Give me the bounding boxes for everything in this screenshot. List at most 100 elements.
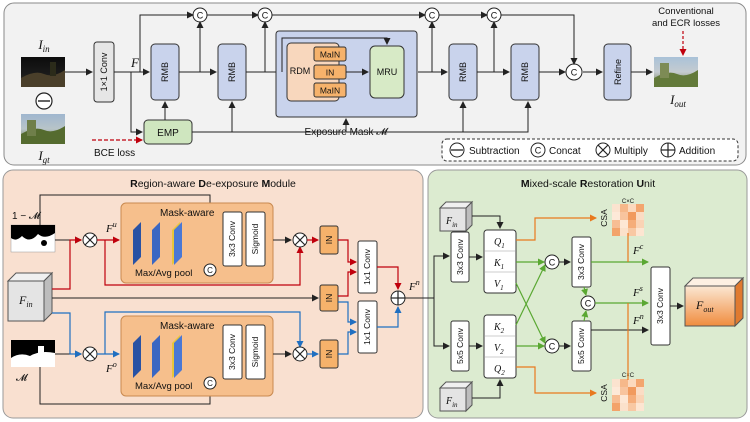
rdm-title-part-0: R [130, 178, 138, 190]
label-k2: K2 [493, 322, 505, 335]
rdm-label: RDM [290, 66, 311, 76]
svg-text:C: C [491, 11, 498, 21]
csa-lower-cell [636, 395, 644, 403]
output-image-iout [654, 57, 698, 87]
multiply-node-upper-2 [292, 232, 308, 248]
label-one-minus-m: 1 − 𝓜 [12, 211, 42, 222]
label-m: 𝓜 [16, 373, 29, 384]
label-fout: Fout [695, 298, 714, 314]
legend-addition-label: Addition [679, 146, 715, 157]
label-f: F [130, 55, 140, 70]
svg-text:C: C [571, 68, 578, 78]
csa-lower-cell [612, 395, 620, 403]
csa-upper-cell [628, 212, 636, 220]
svg-text:C: C [207, 379, 213, 388]
refine-label: Refine [613, 59, 623, 85]
input-image-igt [21, 114, 65, 144]
csa-upper-cell [612, 204, 620, 212]
label-fn-rdm: Fn [408, 278, 420, 293]
subtraction-icon [35, 92, 53, 110]
conv3x3-label-mru: 3x3 Conv [455, 238, 465, 275]
label-v2: V2 [494, 343, 504, 356]
label-q2: Q2 [494, 364, 505, 377]
mru-title-part-3: estoration [587, 178, 636, 190]
concat-icon-top-4: C [486, 7, 502, 23]
legend-concat-label: Concat [549, 146, 581, 157]
conv1x1-label: 1×1 Conv [99, 52, 109, 91]
mru-title-part-5: nit [644, 178, 655, 190]
label-igt: Igt [37, 148, 50, 165]
label-fu: Fu [105, 220, 117, 235]
pool-feature-stack-lower [133, 335, 182, 378]
mru-title-part-4: U [636, 178, 644, 190]
label-q1: Q1 [494, 237, 505, 250]
sigmoid-label-upper: Sigmoid [250, 223, 260, 254]
conv3x3-label-upper: 3x3 Conv [227, 220, 237, 257]
legend-multiply-label: Multiply [614, 146, 648, 157]
label-k1: K1 [493, 258, 504, 271]
main-label-1: MaIN [320, 50, 340, 60]
csa-upper-cell [612, 220, 620, 228]
label-fin-mru-bottom: Fin [445, 396, 458, 409]
concat-icon-rdm-lower: C [203, 376, 217, 390]
input-image-iin [21, 57, 65, 87]
csa-upper-cell [628, 204, 636, 212]
mask-aware-label-upper: Mask-aware [160, 208, 215, 219]
refine-block [603, 43, 632, 101]
in-label-lower: IN [324, 350, 334, 359]
rdm-title-part-5: odule [270, 178, 296, 190]
multiply-node-upper [82, 232, 98, 248]
sigmoid-block-lower [245, 324, 266, 380]
csa-lower-cell [620, 403, 628, 411]
csa-lower-cell [636, 403, 644, 411]
csa-upper-cell [620, 204, 628, 212]
label-iin: Iin [37, 37, 50, 54]
csa-upper-cell [628, 220, 636, 228]
label-fin-mru-top: Fin [445, 216, 458, 229]
conv5x5-block-mru-2 [571, 320, 592, 372]
sigmoid-label-lower: Sigmoid [250, 336, 260, 367]
csa-heatmap-lower [612, 379, 644, 411]
svg-text:C: C [549, 258, 556, 268]
fin-cube-mru-top [438, 200, 474, 233]
concat-icon-top-1: C [192, 7, 208, 23]
svg-text:C: C [549, 342, 556, 352]
losses-label-2: and ECR losses [652, 18, 720, 29]
multiply-icon [595, 142, 611, 158]
csa-upper-cell [612, 212, 620, 220]
rdm-title-part-2: D [198, 178, 206, 190]
addition-node-rdm [390, 290, 406, 306]
label-v1: V1 [494, 279, 504, 292]
rdm-title-part-4: M [261, 178, 270, 190]
csa-heatmap-upper [612, 204, 644, 236]
label-iout: Iout [669, 92, 686, 109]
fin-cube [6, 271, 54, 323]
csa-lower-cell [620, 395, 628, 403]
csa-upper-cell [636, 228, 644, 236]
csa-lower-cell [628, 395, 636, 403]
bce-loss-label: BCE loss [94, 148, 135, 159]
csa-upper-cell [636, 212, 644, 220]
rmb-label-1: RMB [160, 62, 170, 82]
rmb-label-2: RMB [227, 62, 237, 82]
conv3x3-label-mru-2: 3x3 Conv [576, 243, 586, 280]
conv3x3-label-lower: 3x3 Conv [227, 333, 237, 370]
pool-label-lower: Max/Avg pool [135, 381, 192, 392]
label-fin: Fin [18, 293, 33, 309]
addition-icon [660, 142, 676, 158]
in-label-middle: IN [324, 294, 334, 303]
csa-lower-cell [620, 387, 628, 395]
mask-image-inverse [10, 224, 56, 253]
cxc-label-upper: C×C [622, 199, 635, 205]
svg-text:C: C [535, 146, 542, 156]
concat-icon-final: C [565, 63, 583, 81]
csa-lower-cell [612, 387, 620, 395]
mru-label: MRU [377, 67, 398, 77]
concat-icon: C [530, 142, 546, 158]
csa-lower-cell [612, 403, 620, 411]
csa-lower-cell [628, 379, 636, 387]
rdm-title-part-1: egion-aware [138, 178, 199, 190]
in-block-middle [319, 284, 339, 312]
csa-lower-cell [612, 379, 620, 387]
